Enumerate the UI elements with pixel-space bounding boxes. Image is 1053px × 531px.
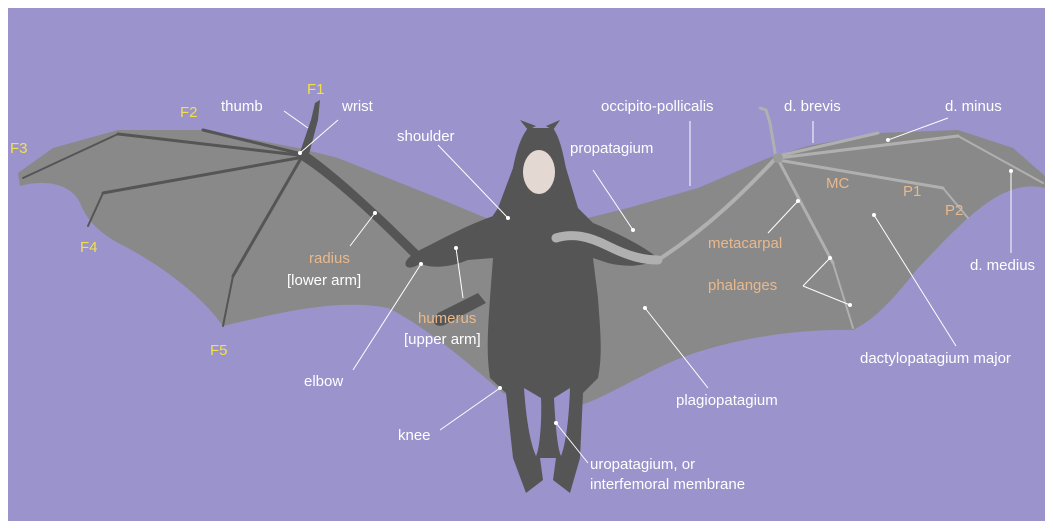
label-uropatagium-line2: interfemoral membrane [590,476,745,493]
label-metacarpal: metacarpal [708,235,782,252]
wrist-dot [298,151,302,155]
phalanges-dot-2 [848,303,852,307]
label-wrist: wrist [341,98,374,115]
label-plagiopatagium: plagiopatagium [676,392,778,409]
metacarpal-dot [796,199,800,203]
label-f3: F3 [10,140,28,157]
bat-wing-diagram: F1 F2 F3 F4 F5 thumb wrist shoulder [low… [8,8,1045,521]
label-upper-arm: [upper arm] [404,331,481,348]
uropatagium-dot [554,421,558,425]
label-shoulder: shoulder [397,128,455,145]
label-humerus: humerus [418,310,476,327]
label-uropatagium-line1: uropatagium, or [590,456,695,473]
knee-dot [498,386,502,390]
label-radius: radius [309,250,350,267]
diagram-canvas: F1 F2 F3 F4 F5 thumb wrist shoulder [low… [8,8,1045,521]
label-f5: F5 [210,342,228,359]
label-propatagium: propatagium [570,140,653,157]
label-phalanges: phalanges [708,277,777,294]
shoulder-dot [506,216,510,220]
label-f1: F1 [307,81,325,98]
label-d-medius: d. medius [970,257,1035,274]
label-mc: MC [826,175,849,192]
d-medius-dot [1009,169,1013,173]
phalanges-dot-1 [828,256,832,260]
dactylopatagium-dot [872,213,876,217]
label-d-brevis: d. brevis [784,98,841,115]
label-occipito-pollicalis: occipito-pollicalis [601,98,714,115]
elbow-dot [419,262,423,266]
humerus-dot [454,246,458,250]
label-f4: F4 [80,239,98,256]
right-wrist-joint [773,153,783,163]
label-dactylopatagium-major: dactylopatagium major [860,350,1011,367]
radius-dot [373,211,377,215]
label-d-minus: d. minus [945,98,1002,115]
label-p1: P1 [903,183,921,200]
label-f2: F2 [180,104,198,121]
label-p2: P2 [945,202,963,219]
label-thumb: thumb [221,98,263,115]
head-oval [523,150,555,194]
plagiopatagium-dot [643,306,647,310]
propatagium-dot [631,228,635,232]
label-knee: knee [398,427,431,444]
label-lower-arm: [lower arm] [287,272,361,289]
d-minus-dot [886,138,890,142]
label-elbow: elbow [304,373,343,390]
